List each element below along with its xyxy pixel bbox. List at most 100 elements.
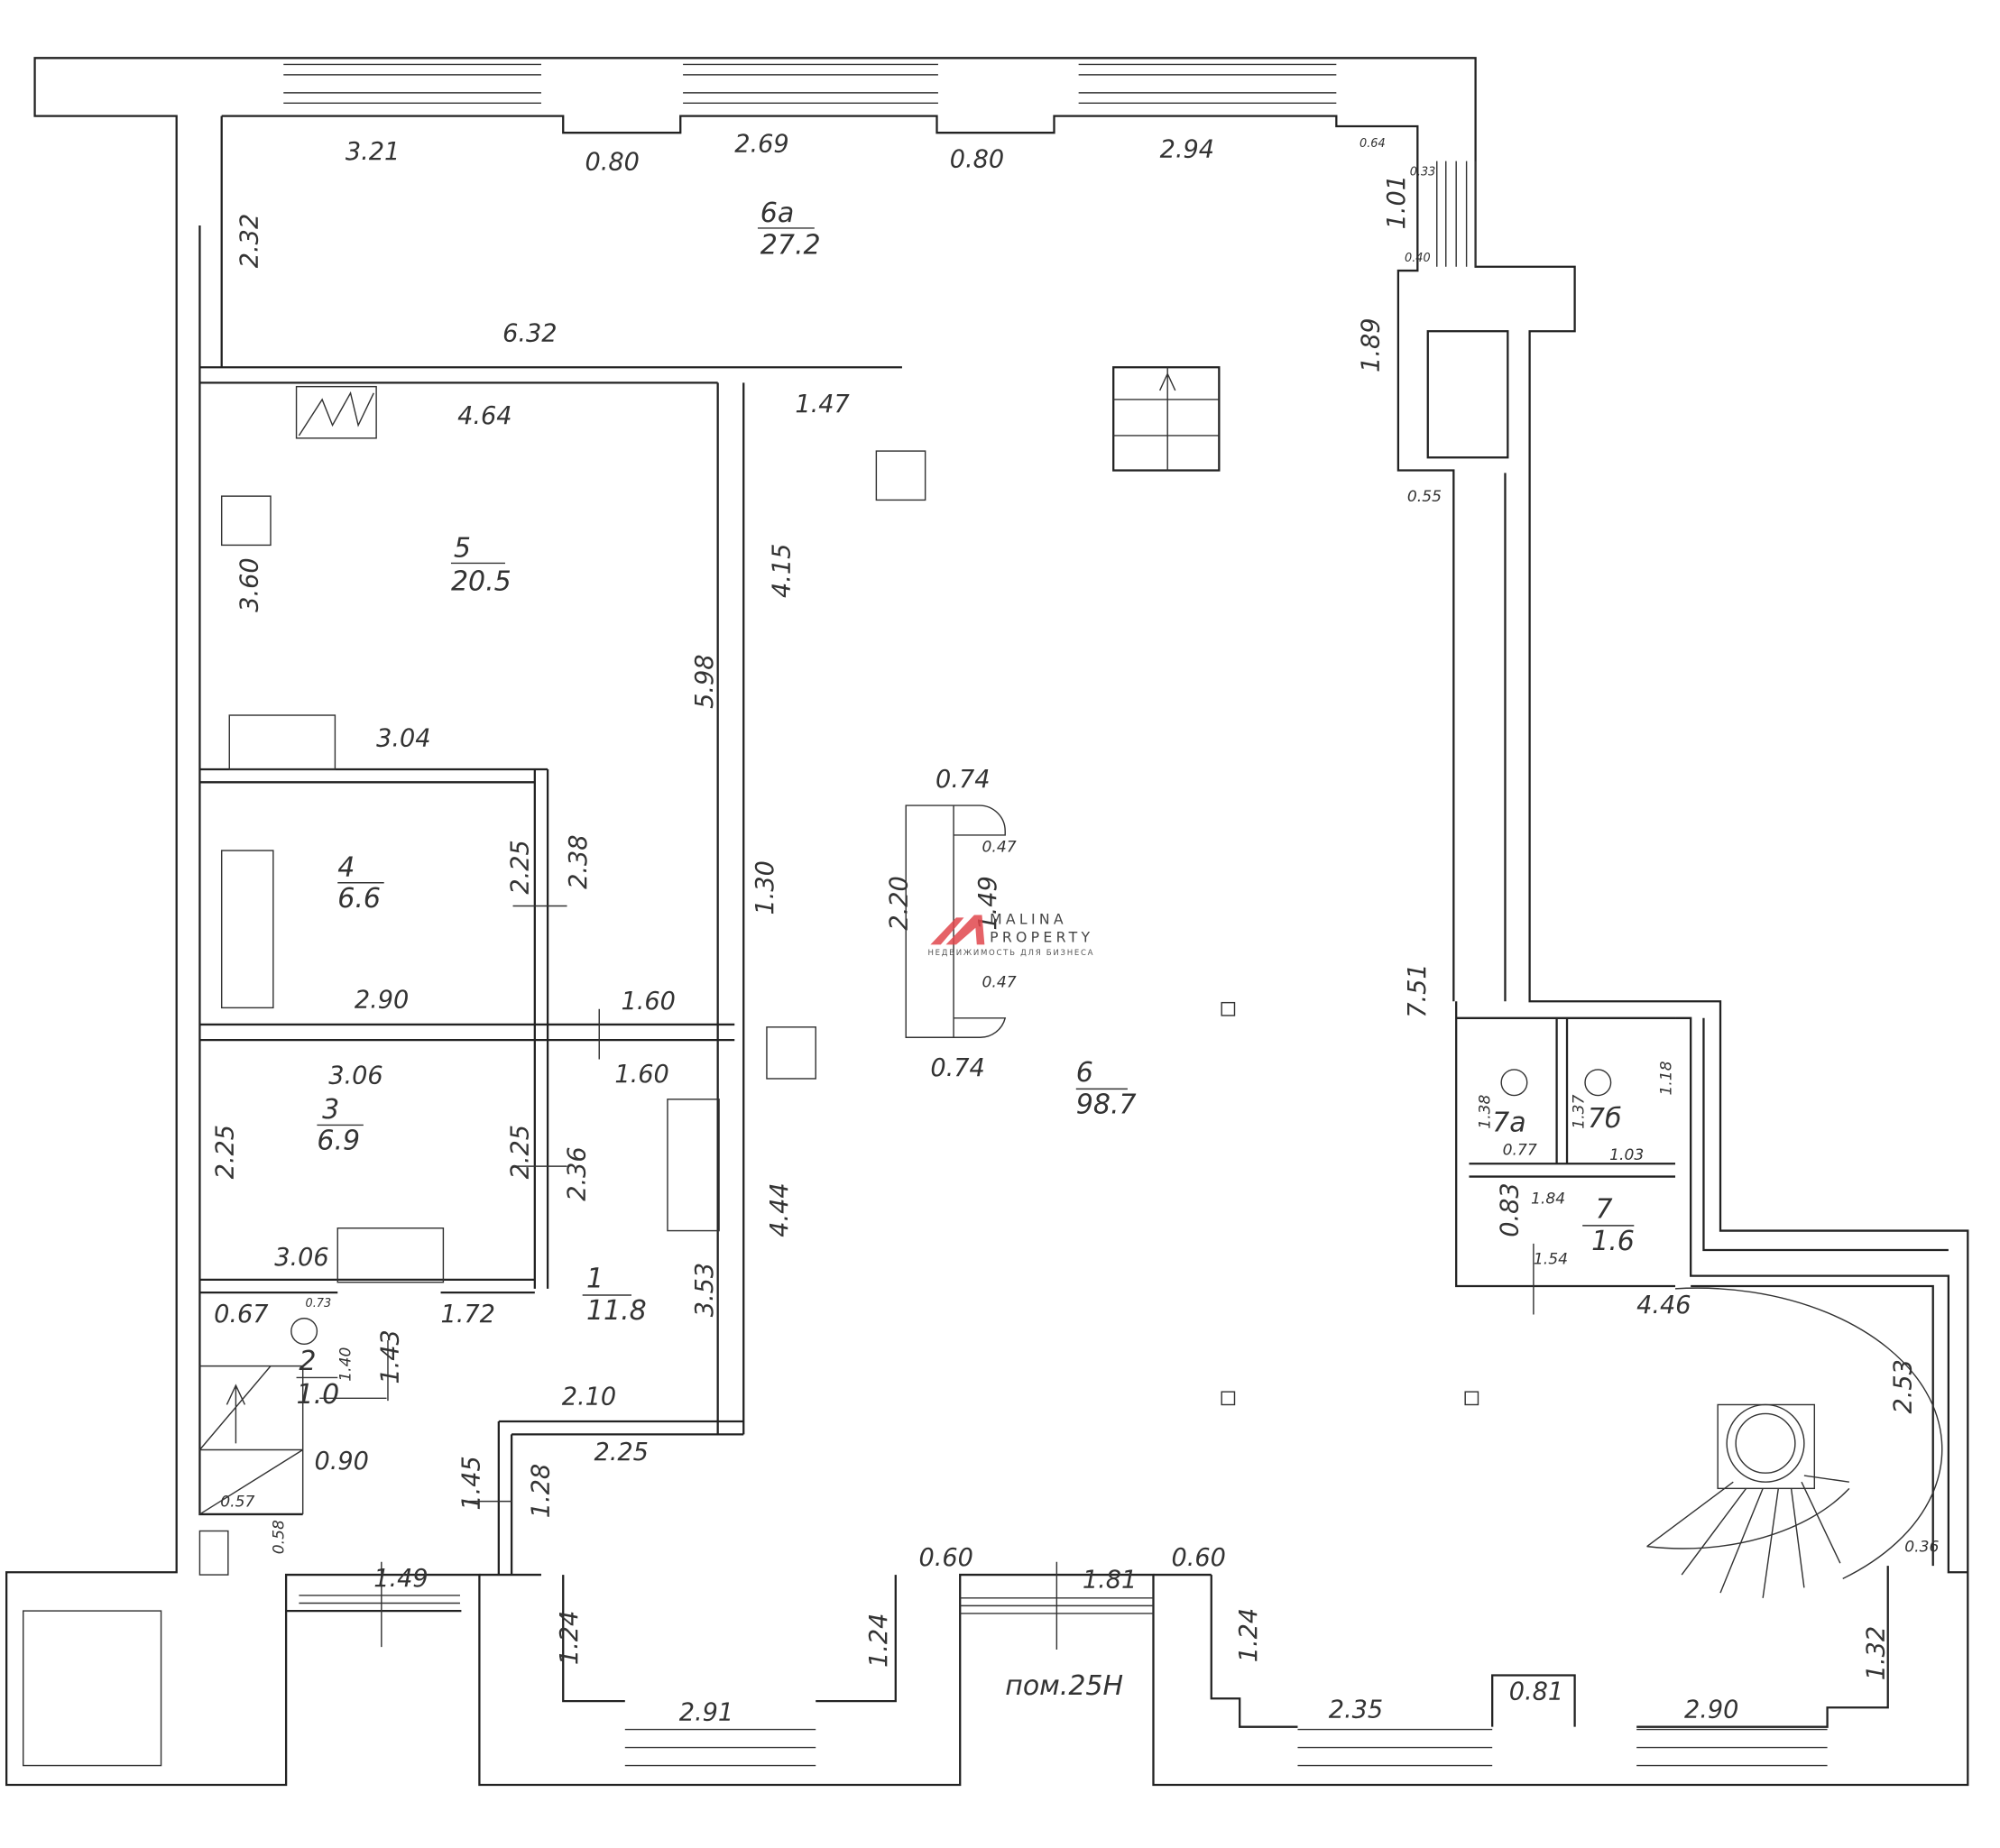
room-number: 7а	[1492, 1108, 1525, 1139]
dimension: 0.77	[1503, 1141, 1537, 1159]
dimension-labels: 3.21 0.80 2.69 0.80 2.94 6.32 4.64 1.47 …	[212, 131, 1940, 1727]
room-area: 11.8	[586, 1295, 647, 1327]
dimension: 0.80	[585, 149, 640, 177]
room-area: 6.9	[317, 1126, 360, 1157]
dimension: 1.49	[373, 1565, 428, 1593]
dimension: 6.32	[502, 320, 557, 348]
dimension: 1.89	[1357, 318, 1385, 372]
dimension: 2.94	[1160, 135, 1214, 163]
dimension: 0.57	[220, 1493, 254, 1511]
dimension: 1.60	[614, 1061, 668, 1089]
dimension: 0.60	[919, 1544, 973, 1572]
logo-mark-icon	[930, 915, 985, 945]
dimension: 2.20	[886, 876, 914, 930]
fixtures	[220, 385, 1943, 1598]
dimension: 0.40	[1405, 252, 1431, 265]
watermark-logo: MALINA PROPERTY НЕДВИЖИМОСТЬ ДЛЯ БИЗНЕСА	[928, 910, 1095, 958]
dimension: 1.60	[622, 988, 676, 1016]
dimension: 0.58	[270, 1520, 288, 1554]
dimension: 0.33	[1410, 165, 1436, 179]
dimension: 4.44	[766, 1182, 794, 1237]
dimension: 1.54	[1534, 1251, 1568, 1269]
room-area: 98.7	[1076, 1089, 1137, 1121]
room-area: 1.6	[1591, 1226, 1635, 1257]
dimension: 2.38	[565, 835, 593, 889]
dimension: 3.21	[346, 138, 400, 166]
room-number: 1	[586, 1263, 604, 1294]
dimension: 2.25	[212, 1125, 240, 1179]
logo-text: MALINA	[990, 910, 1067, 927]
dimension: 2.25	[594, 1439, 649, 1466]
room-number: 3	[322, 1094, 339, 1126]
dimension: 4.64	[457, 402, 512, 430]
dimension: 2.69	[734, 131, 788, 159]
dimension: 1.84	[1531, 1191, 1565, 1209]
dimension: 1.38	[1476, 1094, 1494, 1128]
dimension: 2.35	[1329, 1696, 1383, 1724]
room-area: 20.5	[451, 565, 512, 597]
room-number: 7	[1595, 1193, 1612, 1225]
room-number: 2	[299, 1346, 316, 1377]
dimension: 0.74	[930, 1054, 984, 1082]
room-area: 27.2	[760, 229, 821, 261]
dimension: 0.73	[306, 1297, 332, 1310]
dimension: 1.45	[457, 1456, 485, 1510]
dimension: 1.01	[1383, 175, 1411, 229]
dimension: 0.67	[214, 1301, 268, 1329]
dimension: 1.81	[1083, 1566, 1137, 1594]
room-area: 1.0	[297, 1379, 340, 1411]
dimension: 2.90	[355, 986, 409, 1014]
dimension: 4.46	[1636, 1292, 1691, 1319]
dimension: 0.83	[1497, 1182, 1525, 1237]
room-number: 6	[1076, 1057, 1093, 1089]
dimension: 4.15	[769, 544, 797, 598]
dimension: 1.40	[337, 1347, 355, 1382]
dimension: 2.25	[507, 1125, 535, 1179]
dimension: 1.37	[1571, 1094, 1589, 1128]
dimension: 1.30	[751, 860, 779, 915]
dimension: 5.98	[691, 654, 719, 708]
room-number: 6а	[760, 198, 794, 229]
corridor-label: пом.25Н	[1005, 1670, 1123, 1702]
dimension: 7.51	[1404, 963, 1432, 1017]
dimension: 2.32	[236, 214, 264, 268]
dimension: 0.81	[1509, 1678, 1563, 1706]
dimension: 0.47	[982, 974, 1017, 992]
dimension: 1.24	[865, 1614, 893, 1668]
dimension: 2.10	[562, 1383, 616, 1411]
dimension: 1.24	[556, 1611, 584, 1665]
dimension: 3.06	[274, 1244, 328, 1272]
dimension: 1.43	[376, 1329, 404, 1384]
room-number: 4	[337, 852, 355, 884]
dimension: 1.24	[1235, 1608, 1263, 1662]
dimension: 0.47	[982, 838, 1017, 856]
dimension: 1.32	[1862, 1626, 1890, 1680]
dimension: 3.60	[236, 557, 264, 611]
room-number: 5	[454, 532, 471, 564]
room-area: 6.6	[337, 883, 381, 915]
logo-text: PROPERTY	[990, 929, 1093, 946]
dimension: 0.60	[1171, 1544, 1225, 1572]
dimension: 2.36	[564, 1146, 592, 1200]
dimension: 0.74	[935, 766, 990, 794]
dimension: 2.53	[1889, 1359, 1917, 1413]
dimension: 1.28	[528, 1464, 556, 1518]
dimension: 2.91	[679, 1699, 733, 1727]
walls	[5, 57, 1969, 1787]
dimension: 0.90	[315, 1448, 369, 1476]
dimension: 0.80	[950, 146, 1004, 174]
dimension: 3.04	[376, 724, 430, 752]
dimension: 1.03	[1609, 1146, 1644, 1164]
dimension: 1.47	[795, 391, 849, 418]
logo-tagline: НЕДВИЖИМОСТЬ ДЛЯ БИЗНЕСА	[928, 949, 1095, 958]
dimension: 2.25	[507, 840, 535, 894]
dimension: 0.64	[1359, 137, 1386, 151]
dimension: 2.90	[1684, 1696, 1738, 1724]
dimension: 1.72	[441, 1301, 495, 1329]
dimension: 3.06	[328, 1062, 382, 1090]
dimension: 3.53	[691, 1263, 719, 1317]
dimension: 1.18	[1658, 1061, 1676, 1095]
room-number: 7б	[1588, 1103, 1622, 1135]
